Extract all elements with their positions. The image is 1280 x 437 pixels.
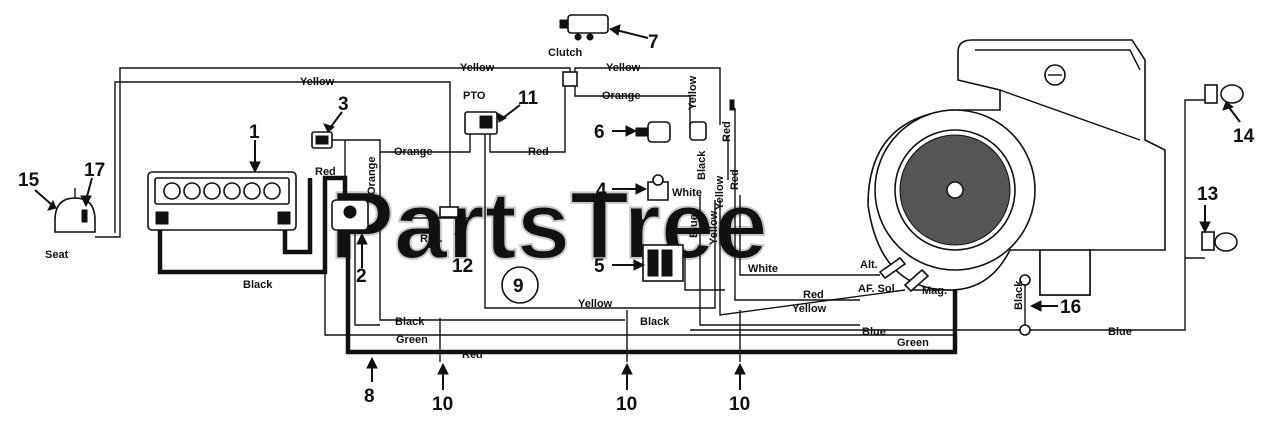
label-red-pto: Red bbox=[528, 146, 549, 158]
callout-13: 13 bbox=[1197, 184, 1218, 205]
label-yellow-v2: Yellow bbox=[708, 210, 720, 245]
callout-3: 3 bbox=[338, 94, 349, 115]
alternator-leads bbox=[878, 256, 930, 293]
label-white-4: White bbox=[672, 187, 702, 199]
label-red-lower: Red bbox=[803, 289, 824, 301]
label-blue-right: Blue bbox=[1108, 326, 1132, 338]
callout-16: 16 bbox=[1060, 297, 1081, 318]
ignition-switch bbox=[311, 131, 333, 149]
label-yellow-top-right: Yellow bbox=[606, 62, 641, 74]
callout-17: 17 bbox=[84, 160, 105, 181]
callout-8: 8 bbox=[364, 386, 375, 407]
callout-1: 1 bbox=[249, 122, 260, 143]
headlight-upper bbox=[1204, 84, 1244, 104]
label-black-16: Black bbox=[1013, 280, 1025, 310]
callout-11: 11 bbox=[518, 88, 539, 109]
headlight-lower bbox=[1201, 231, 1238, 252]
label-green-right: Green bbox=[897, 337, 929, 349]
label-white-lower: White bbox=[748, 263, 778, 275]
starter-solenoid bbox=[331, 199, 369, 231]
label-yellow-top-left: Yellow bbox=[300, 76, 335, 88]
callout-10-left: 10 bbox=[432, 394, 453, 415]
callout-2: 2 bbox=[356, 266, 367, 287]
harness-connector bbox=[689, 121, 707, 141]
label-pto: PTO bbox=[463, 90, 486, 102]
seat-switch bbox=[54, 188, 96, 233]
ground-strap bbox=[1019, 274, 1031, 336]
clutch-switch bbox=[559, 14, 609, 41]
fuse bbox=[729, 99, 735, 111]
wire-labels: Yellow Yellow Yellow Yellow Orange Orang… bbox=[243, 62, 1132, 361]
partstree-watermark: PartsTree bbox=[330, 172, 768, 279]
label-blue-vertical: Blue bbox=[688, 214, 700, 238]
label-yellow-lower-right: Yellow bbox=[792, 303, 827, 315]
label-orange-right: Orange bbox=[602, 90, 641, 102]
callout-10-mid: 10 bbox=[616, 394, 637, 415]
label-mag: Mag. bbox=[922, 285, 947, 297]
callout-7: 7 bbox=[648, 32, 659, 53]
callout-9-circle bbox=[501, 266, 539, 304]
callout-5: 5 bbox=[594, 256, 605, 277]
relay-component-4 bbox=[647, 174, 669, 201]
label-yellow-bottom: Yellow bbox=[578, 298, 613, 310]
label-rev: Rev. bbox=[420, 233, 442, 245]
callout-10-right: 10 bbox=[729, 394, 750, 415]
label-red-vertical-top: Red bbox=[721, 121, 733, 142]
pto-switch bbox=[464, 111, 498, 135]
reverse-switch bbox=[412, 206, 470, 219]
module-5 bbox=[642, 244, 684, 282]
callout-12: 12 bbox=[452, 256, 473, 277]
label-red-vertical-mid: Red bbox=[729, 169, 741, 190]
component-labels: Clutch PTO Seat Rev. Alt. AF. Sol. Mag. bbox=[45, 47, 947, 297]
callout-6: 6 bbox=[594, 122, 605, 143]
label-red-bottom: Red bbox=[462, 349, 483, 361]
label-yellow-v3: Yellow bbox=[714, 175, 726, 210]
label-orange-vertical: Orange bbox=[366, 156, 378, 195]
label-black-battery: Black bbox=[243, 279, 273, 291]
label-blue-lower: Blue bbox=[862, 326, 886, 338]
label-orange-left: Orange bbox=[394, 146, 433, 158]
callout-numbers: 1 2 3 4 5 6 7 8 9 10 10 10 11 12 13 14 1… bbox=[18, 32, 1255, 415]
label-alt: Alt. bbox=[860, 259, 878, 271]
label-yellow-vertical: Yellow bbox=[687, 75, 699, 110]
clutch-connector bbox=[562, 71, 578, 87]
label-yellow-top-mid: Yellow bbox=[460, 62, 495, 74]
battery bbox=[147, 171, 297, 231]
engine bbox=[867, 39, 1166, 296]
callout-15: 15 bbox=[18, 170, 40, 191]
label-red-battery: Red bbox=[315, 166, 336, 178]
label-clutch: Clutch bbox=[548, 47, 583, 59]
label-black-vertical: Black bbox=[696, 150, 708, 180]
label-green-left: Green bbox=[396, 334, 428, 346]
label-black-bottom-left: Black bbox=[395, 316, 425, 328]
callout-arrows bbox=[34, 24, 1241, 390]
callout-4: 4 bbox=[596, 180, 607, 201]
label-seat: Seat bbox=[45, 249, 69, 261]
label-af-sol: AF. Sol. bbox=[858, 283, 898, 295]
callout-14: 14 bbox=[1233, 126, 1255, 147]
callout-9: 9 bbox=[513, 276, 524, 297]
label-black-bottom-mid: Black bbox=[640, 316, 670, 328]
battery-cables bbox=[157, 175, 958, 355]
switch-6 bbox=[635, 121, 671, 143]
